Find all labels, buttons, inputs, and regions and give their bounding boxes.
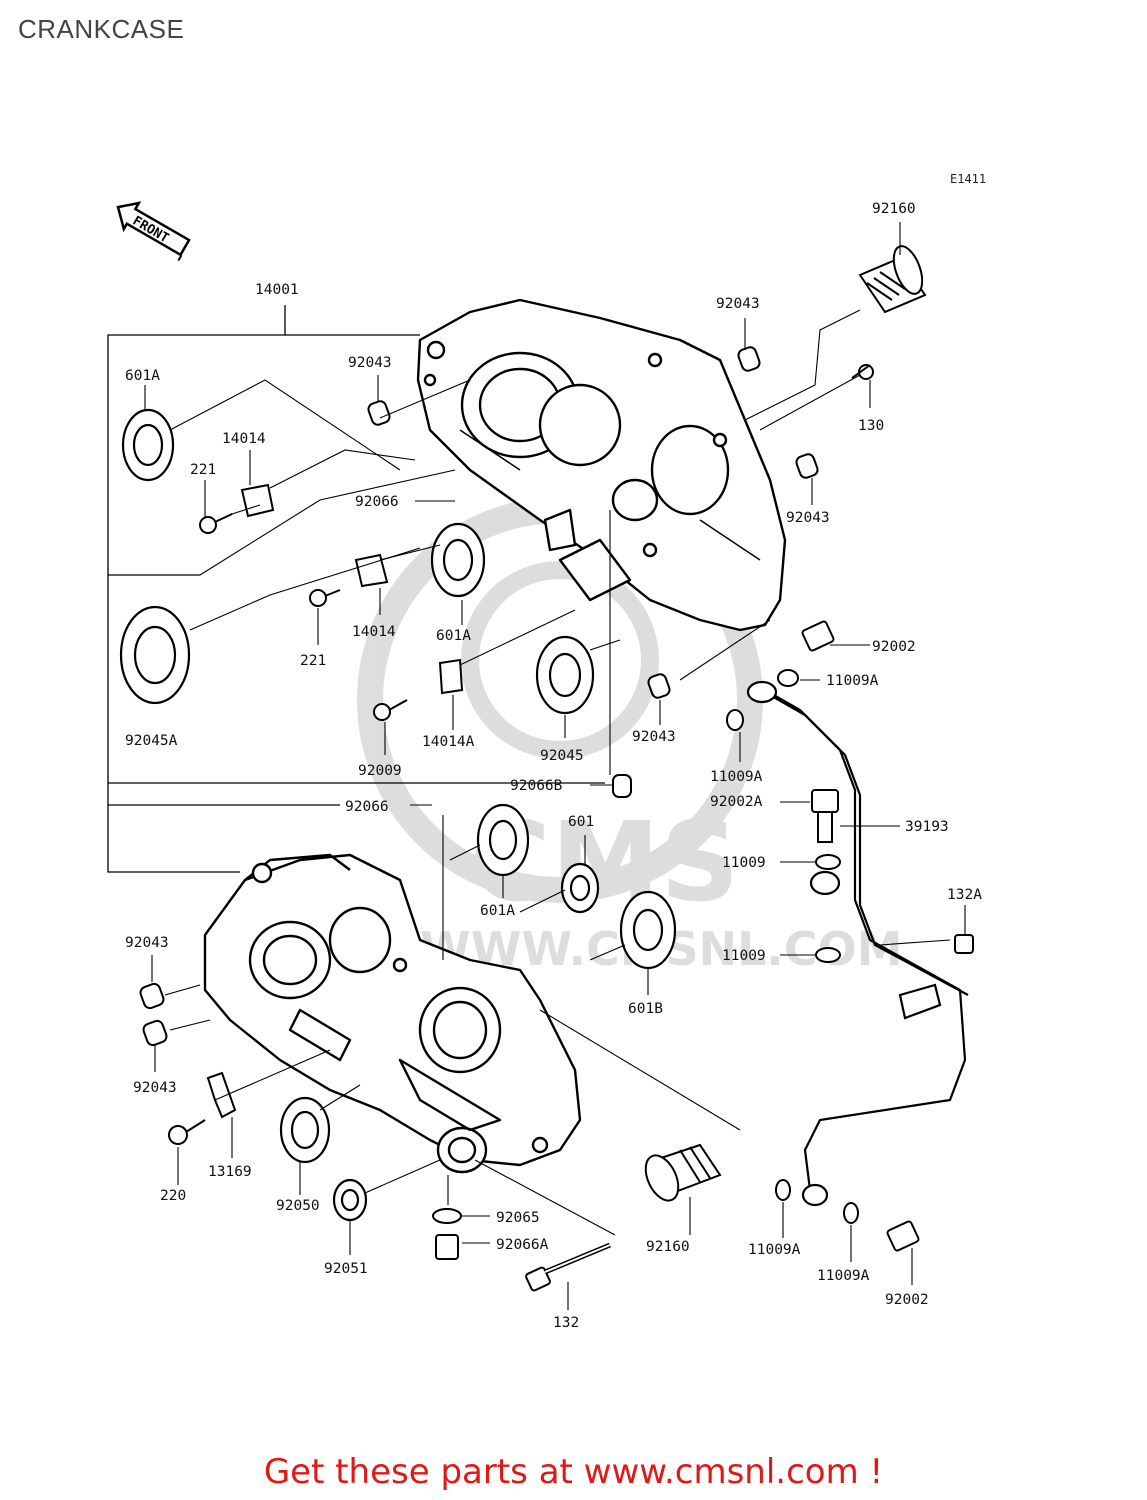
get-parts-link[interactable]: Get these parts at www.cmsnl.com ! — [263, 1452, 884, 1492]
label-92066-lower: 92066 — [345, 799, 389, 815]
label-92002-upper: 92002 — [872, 639, 916, 655]
bearing-601B — [619, 890, 677, 970]
label-92009: 92009 — [358, 763, 402, 779]
bearing-601A-mid — [430, 522, 486, 598]
diagram-code: E1411 — [950, 172, 987, 186]
part-labels: 14001 601A 14014 221 92066 92043 92043 9… — [125, 201, 982, 1331]
label-92066A: 92066A — [496, 1237, 549, 1253]
screws — [168, 364, 974, 1260]
label-11009-a: 11009 — [722, 855, 766, 871]
label-92050: 92050 — [276, 1198, 320, 1214]
oil-pipe-39193 — [746, 680, 969, 1207]
label-11009-b: 11009 — [722, 948, 766, 964]
label-92043-d: 92043 — [632, 729, 676, 745]
label-92160-upper: 92160 — [872, 201, 916, 217]
label-11009A-c: 11009A — [748, 1242, 801, 1258]
bearing-601 — [560, 862, 600, 914]
label-92065: 92065 — [496, 1210, 540, 1226]
label-92066-upper: 92066 — [355, 494, 399, 510]
label-92045: 92045 — [540, 748, 584, 764]
assembly-bracket — [107, 305, 605, 873]
front-arrow-icon: FRONT — [116, 201, 191, 261]
leader-lines — [144, 222, 966, 1310]
label-601: 601 — [568, 814, 594, 830]
label-13169: 13169 — [208, 1164, 252, 1180]
bearing-92045A — [119, 605, 191, 705]
long-bolt-132 — [525, 1242, 611, 1292]
label-92002-lower: 92002 — [885, 1292, 929, 1308]
label-92043-f: 92043 — [133, 1080, 177, 1096]
label-92043-e: 92043 — [125, 935, 169, 951]
label-601A-lower: 601A — [480, 903, 515, 919]
label-130: 130 — [858, 418, 884, 434]
bearing-601A-upper — [121, 408, 175, 482]
label-11009A-a: 11009A — [826, 673, 879, 689]
seal-92050 — [279, 1096, 331, 1164]
label-601A-mid: 601A — [436, 628, 471, 644]
label-221-upper: 221 — [190, 462, 216, 478]
label-220: 220 — [160, 1188, 186, 1204]
label-92066B: 92066B — [510, 778, 563, 794]
label-11009A-d: 11009A — [817, 1268, 870, 1284]
lower-crankcase — [203, 853, 582, 1174]
bearing-601A-lower — [476, 803, 530, 877]
label-14014-upper: 14014 — [222, 431, 266, 447]
label-132A: 132A — [947, 887, 982, 903]
label-14001: 14001 — [255, 282, 299, 298]
label-601A-upper: 601A — [125, 368, 160, 384]
dowel-pins — [139, 346, 819, 1047]
label-221-mid: 221 — [300, 653, 326, 669]
label-14014-mid: 14014 — [352, 624, 396, 640]
bushing-92160-lower — [644, 1143, 722, 1202]
label-92160-lower: 92160 — [646, 1239, 690, 1255]
label-14014A: 14014A — [422, 734, 475, 750]
label-39193: 39193 — [905, 819, 949, 835]
bushing-92160-upper — [858, 245, 927, 314]
label-92043-a: 92043 — [348, 355, 392, 371]
upper-crankcase — [416, 298, 787, 632]
label-92002A: 92002A — [710, 794, 763, 810]
seal-92051 — [332, 1178, 368, 1222]
label-92043-b: 92043 — [716, 296, 760, 312]
washers — [432, 669, 859, 1224]
label-11009A-b: 11009A — [710, 769, 763, 785]
label-601B: 601B — [628, 1001, 663, 1017]
label-92051: 92051 — [324, 1261, 368, 1277]
label-92043-c: 92043 — [786, 510, 830, 526]
label-132: 132 — [553, 1315, 579, 1331]
bearing-92045 — [535, 635, 595, 715]
page-title: CRANKCASE — [18, 14, 185, 44]
label-92045A: 92045A — [125, 733, 178, 749]
